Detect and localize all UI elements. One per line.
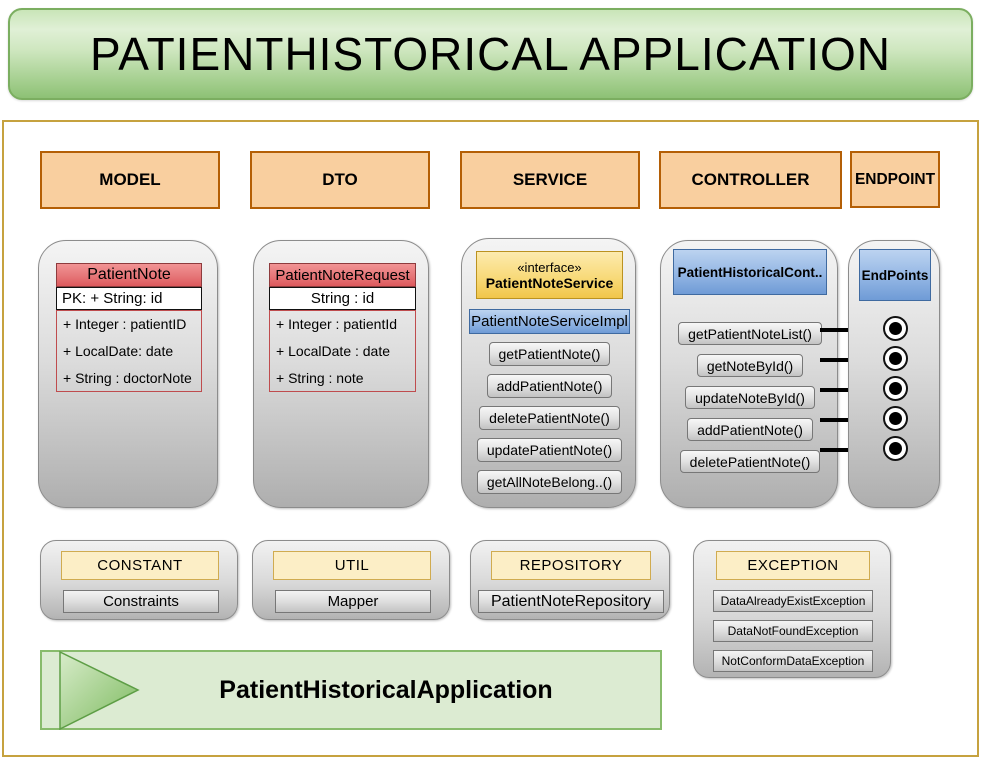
- model-attribute: + String : doctorNote: [63, 369, 192, 386]
- column-header-model-label: MODEL: [99, 170, 161, 189]
- application-banner: PatientHistoricalApplication: [40, 650, 662, 730]
- constant-header: CONSTANT: [61, 551, 219, 580]
- service-method-list: getPatientNote() addPatientNote() delete…: [462, 342, 637, 494]
- column-header-controller-label: CONTROLLER: [691, 170, 810, 189]
- repository-item-label: PatientNoteRepository: [490, 592, 652, 610]
- exception-module: EXCEPTION DataAlreadyExistException Data…: [693, 540, 891, 678]
- column-header-service-label: SERVICE: [512, 170, 588, 189]
- controller-class-name: PatientHistoricalCont..: [677, 264, 823, 280]
- repository-header-label: REPOSITORY: [519, 557, 623, 574]
- title-banner: PATIENTHISTORICAL APPLICATION: [8, 8, 973, 100]
- model-card: PatientNote PK: + String: id + Integer :…: [38, 240, 218, 508]
- model-class-header: PatientNote: [56, 263, 202, 287]
- service-method-button: updatePatientNote(): [476, 438, 623, 462]
- endpoint-card: EndPoints: [848, 240, 940, 508]
- model-attribute: + Integer : patientID: [63, 316, 187, 333]
- column-header-dto: DTO: [250, 151, 430, 209]
- model-pk-label: PK: + String: id: [62, 290, 163, 307]
- endpoint-bullet: [883, 406, 908, 431]
- endpoint-bullet-dot: [889, 382, 902, 395]
- endpoint-bullet-dot: [889, 442, 902, 455]
- model-attribute: + LocalDate: date: [63, 342, 174, 359]
- column-header-service: SERVICE: [460, 151, 640, 209]
- constant-header-label: CONSTANT: [97, 557, 183, 574]
- service-card: «interface» PatientNoteService PatientNo…: [461, 238, 636, 508]
- service-method-button: getAllNoteBelong..(): [476, 470, 623, 494]
- dto-attribute: + LocalDate : date: [276, 342, 391, 359]
- controller-card: PatientHistoricalCont.. getPatientNoteLi…: [660, 240, 838, 508]
- exception-item: DataNotFoundException: [713, 620, 873, 642]
- column-header-endpoint-label: ENDPOINT: [854, 170, 936, 188]
- endpoint-bullet: [883, 436, 908, 461]
- dto-attribute: + String : note: [276, 369, 364, 386]
- controller-method-list: getPatientNoteList() getNoteById() updat…: [661, 322, 839, 473]
- column-header-model: MODEL: [40, 151, 220, 209]
- model-attributes-box: + Integer : patientID + LocalDate: date …: [56, 310, 202, 392]
- endpoint-bullet-dot: [889, 412, 902, 425]
- endpoint-bullet: [883, 316, 908, 341]
- dto-attributes-box: + Integer : patientId + LocalDate : date…: [269, 310, 416, 392]
- exception-header-label: EXCEPTION: [747, 557, 839, 574]
- constant-module: CONSTANT Constraints: [40, 540, 238, 620]
- exception-item-label: DataAlreadyExistException: [720, 594, 866, 608]
- endpoint-bullet-dot: [889, 352, 902, 365]
- endpoint-bullet-dot: [889, 322, 902, 335]
- constant-item: Constraints: [63, 590, 219, 613]
- endpoints-box: EndPoints: [859, 249, 931, 301]
- controller-class-box: PatientHistoricalCont..: [673, 249, 827, 295]
- service-method-button: deletePatientNote(): [479, 406, 620, 430]
- interface-stereotype: «interface»: [517, 259, 582, 275]
- dto-attribute: + Integer : patientId: [276, 316, 398, 333]
- repository-module: REPOSITORY PatientNoteRepository: [470, 540, 670, 620]
- dto-pk-label: String : id: [310, 290, 375, 307]
- util-header-label: UTIL: [334, 557, 370, 574]
- service-impl-box: PatientNoteServiceImpl: [469, 309, 630, 334]
- application-banner-label: PatientHistoricalApplication: [219, 675, 553, 704]
- constant-item-label: Constraints: [103, 593, 179, 610]
- column-header-endpoint: ENDPOINT: [850, 151, 940, 208]
- model-class-name: PatientNote: [87, 266, 171, 283]
- repository-header: REPOSITORY: [491, 551, 651, 580]
- column-header-controller: CONTROLLER: [659, 151, 842, 209]
- exception-header: EXCEPTION: [716, 551, 870, 580]
- column-header-dto-label: DTO: [322, 170, 358, 189]
- controller-method-button: addPatientNote(): [687, 418, 813, 441]
- controller-method-button: updateNoteById(): [685, 386, 815, 409]
- play-triangle-icon: [59, 651, 140, 730]
- model-pk-row: PK: + String: id: [56, 287, 202, 310]
- controller-method-button: deletePatientNote(): [679, 450, 821, 473]
- exception-item-label: DataNotFoundException: [727, 624, 859, 638]
- exception-item: DataAlreadyExistException: [713, 590, 873, 612]
- service-method-button: addPatientNote(): [486, 374, 613, 398]
- dto-class-header: PatientNoteRequest: [269, 263, 416, 287]
- endpoint-bullet: [883, 346, 908, 371]
- dto-class-name: PatientNoteRequest: [275, 266, 410, 284]
- repository-item: PatientNoteRepository: [478, 590, 664, 613]
- endpoints-label: EndPoints: [861, 267, 929, 283]
- util-header: UTIL: [273, 551, 431, 580]
- service-impl-name: PatientNoteServiceImpl: [471, 313, 628, 330]
- app-title: PATIENTHISTORICAL APPLICATION: [90, 28, 891, 80]
- service-interface-box: «interface» PatientNoteService: [476, 251, 623, 299]
- service-method-button: getPatientNote(): [488, 342, 611, 366]
- endpoint-bullet: [883, 376, 908, 401]
- util-module: UTIL Mapper: [252, 540, 450, 620]
- controller-method-button: getNoteById(): [696, 354, 804, 377]
- dto-card: PatientNoteRequest String : id + Integer…: [253, 240, 429, 508]
- controller-method-button: getPatientNoteList(): [678, 322, 822, 345]
- util-item-label: Mapper: [327, 593, 379, 610]
- exception-item: NotConformDataException: [713, 650, 873, 672]
- dto-pk-row: String : id: [269, 287, 416, 310]
- service-interface-name: PatientNoteService: [485, 274, 614, 291]
- util-item: Mapper: [275, 590, 431, 613]
- exception-item-label: NotConformDataException: [721, 654, 865, 668]
